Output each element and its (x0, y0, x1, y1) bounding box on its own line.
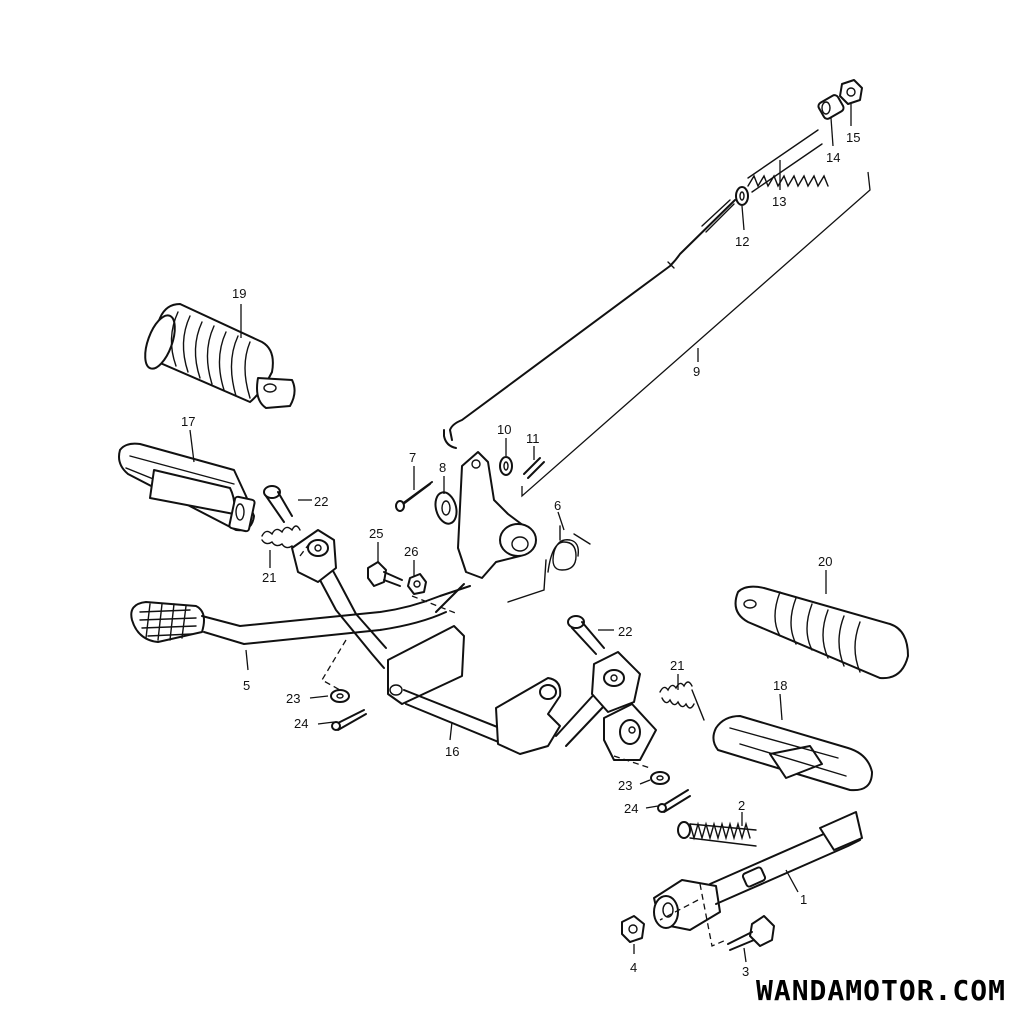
callout-8: 8 (439, 460, 446, 475)
leader-lines (189, 104, 871, 963)
nut-26 (407, 573, 427, 595)
callout-13: 13 (772, 194, 786, 209)
callout-6: 6 (554, 498, 561, 513)
callout-5: 5 (243, 678, 250, 693)
adjust-nut-15 (839, 79, 863, 105)
spring-6 (507, 525, 591, 603)
callout-18: 18 (773, 678, 787, 693)
washer-23-right (650, 771, 670, 785)
callout-25: 25 (369, 526, 383, 541)
footrest-rubber-20 (734, 585, 910, 680)
nut-4 (621, 915, 645, 943)
washer-8 (434, 491, 458, 525)
pin-22-right (567, 615, 605, 655)
brake-arm (435, 451, 537, 613)
spring-21-right (659, 681, 705, 721)
callout-20: 20 (818, 554, 832, 569)
part-callouts: 1 2 3 4 5 6 7 8 9 10 11 12 13 14 15 16 1… (181, 130, 860, 979)
callout-2: 2 (738, 798, 745, 813)
washer-10 (499, 456, 513, 476)
pedal-boss (291, 529, 337, 583)
callout-12: 12 (735, 234, 749, 249)
step-frame-16 (387, 625, 657, 761)
footrest-17 (118, 442, 256, 533)
callout-23-left: 23 (286, 691, 300, 706)
callout-24-right: 24 (624, 801, 638, 816)
adjuster-spring-13 (747, 129, 829, 193)
cotter-pin-11 (523, 457, 545, 479)
callout-16: 16 (445, 744, 459, 759)
cotter-pin-24-left (331, 709, 367, 731)
callout-15: 15 (846, 130, 860, 145)
bolt-7 (395, 481, 433, 512)
callout-4: 4 (630, 960, 637, 975)
callout-11: 11 (526, 431, 540, 446)
footrest-rubber-19 (144, 302, 296, 409)
callout-24-left: 24 (294, 716, 308, 731)
joint-14 (817, 94, 845, 120)
side-stand-1 (653, 811, 863, 931)
callout-19: 19 (232, 286, 246, 301)
bolt-3 (727, 915, 775, 951)
washer-23-left (330, 689, 350, 703)
washer-12 (735, 186, 749, 206)
pin-22-left (263, 485, 293, 523)
callout-7: 7 (409, 450, 416, 465)
bolt-25 (367, 561, 403, 587)
callout-17: 17 (181, 414, 195, 429)
callout-21-right: 21 (670, 658, 684, 673)
brake-rod (443, 199, 736, 449)
cotter-pin-24-right (657, 789, 691, 813)
callout-14: 14 (826, 150, 840, 165)
spring-2 (677, 821, 757, 847)
callout-10: 10 (497, 422, 511, 437)
callout-26: 26 (404, 544, 418, 559)
callout-3: 3 (742, 964, 749, 979)
footrest-18 (712, 715, 873, 792)
callout-9: 9 (693, 364, 700, 379)
callout-23-right: 23 (618, 778, 632, 793)
assembly-dashed-lines (299, 539, 727, 947)
callout-1: 1 (800, 892, 807, 907)
callout-22-right: 22 (618, 624, 632, 639)
callout-22-left: 22 (314, 494, 328, 509)
watermark-text: WANDAMOTOR.COM (756, 974, 1006, 1007)
callout-21-left: 21 (262, 570, 276, 585)
